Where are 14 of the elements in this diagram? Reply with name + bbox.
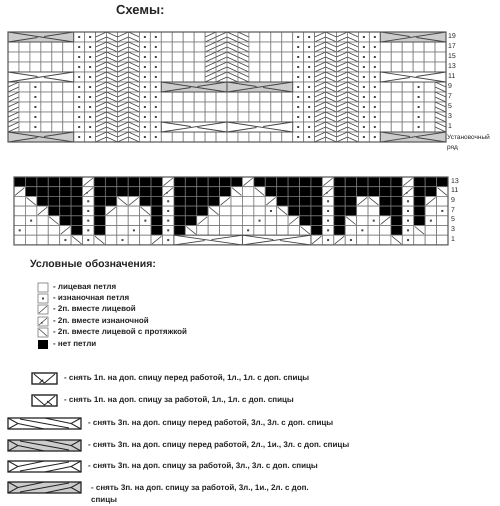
legend-text: - снять 3п. на доп. спицу за работой, 3л., 3л. с доп. спицы — [88, 461, 318, 470]
legend-text: - снять 3п. на доп. спицу перед работой, 3л., 3л. с доп. спицы — [88, 418, 334, 427]
legend-text: - лицевая петля — [53, 282, 116, 291]
legend-text: - снять 3п. на доп. спицу за работой, 3л., 1и., 2л. с доп. спицы — [91, 482, 310, 506]
legend-text: - снять 1п. на доп. спицу за работой, 1л., 1л. с доп. спицы — [64, 395, 294, 404]
title: Схемы: — [116, 2, 164, 17]
legend-text: - 2п. вместе лицевой — [53, 304, 136, 313]
legend-text: - изнаночная петля — [53, 293, 130, 302]
legend-text: - нет петли — [53, 339, 96, 348]
legend-text: - снять 3п. на доп. спицу перед работой, 2л., 1и., 3л. с доп. спицы — [88, 440, 350, 449]
legend-text: - 2п. вместе изнаночной — [53, 316, 149, 325]
legend-text: - снять 1п. на доп. спицу перед работой, 1л., 1л. с доп. спицы — [64, 373, 310, 382]
legend-heading: Условные обозначения: — [30, 258, 156, 270]
legend-text: - 2п. вместе лицевой с протяжкой — [53, 327, 187, 336]
